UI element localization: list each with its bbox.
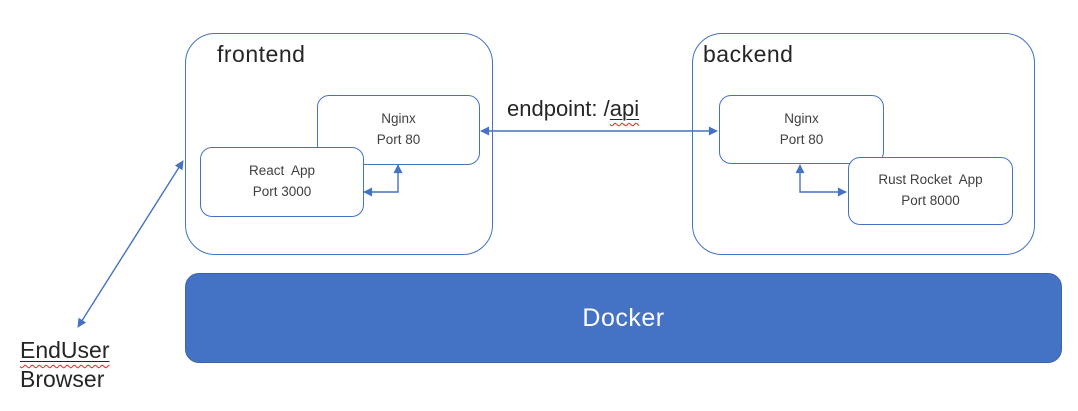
frontend-container: frontend — [185, 33, 493, 255]
endpoint-api-word: api — [610, 96, 639, 121]
browser-line: Browser — [20, 366, 105, 392]
frontend-title: frontend — [217, 41, 306, 67]
docker-label: Docker — [582, 303, 665, 332]
enduser-line: EndUser — [20, 336, 109, 365]
react-app-node: React App Port 3000 — [200, 147, 364, 217]
backend-container: backend — [692, 33, 1035, 255]
enduser-browser-label: EndUser Browser — [20, 336, 109, 394]
backend-title: backend — [703, 41, 794, 67]
enduser-to-frontend-arrow — [77, 160, 184, 328]
enduser-word: EndUser — [20, 337, 109, 363]
endpoint-prefix-text: endpoint: / — [507, 96, 610, 121]
backend-nginx-node: Nginx Port 80 — [719, 95, 884, 164]
endpoint-api-label: endpoint: /api — [507, 96, 639, 122]
docker-bar: Docker — [185, 273, 1062, 363]
endpoint-api-word-text: api — [609, 96, 640, 121]
rust-rocket-app-node: Rust Rocket App Port 8000 — [848, 157, 1013, 225]
enduser-word-text: EndUser — [20, 337, 110, 363]
